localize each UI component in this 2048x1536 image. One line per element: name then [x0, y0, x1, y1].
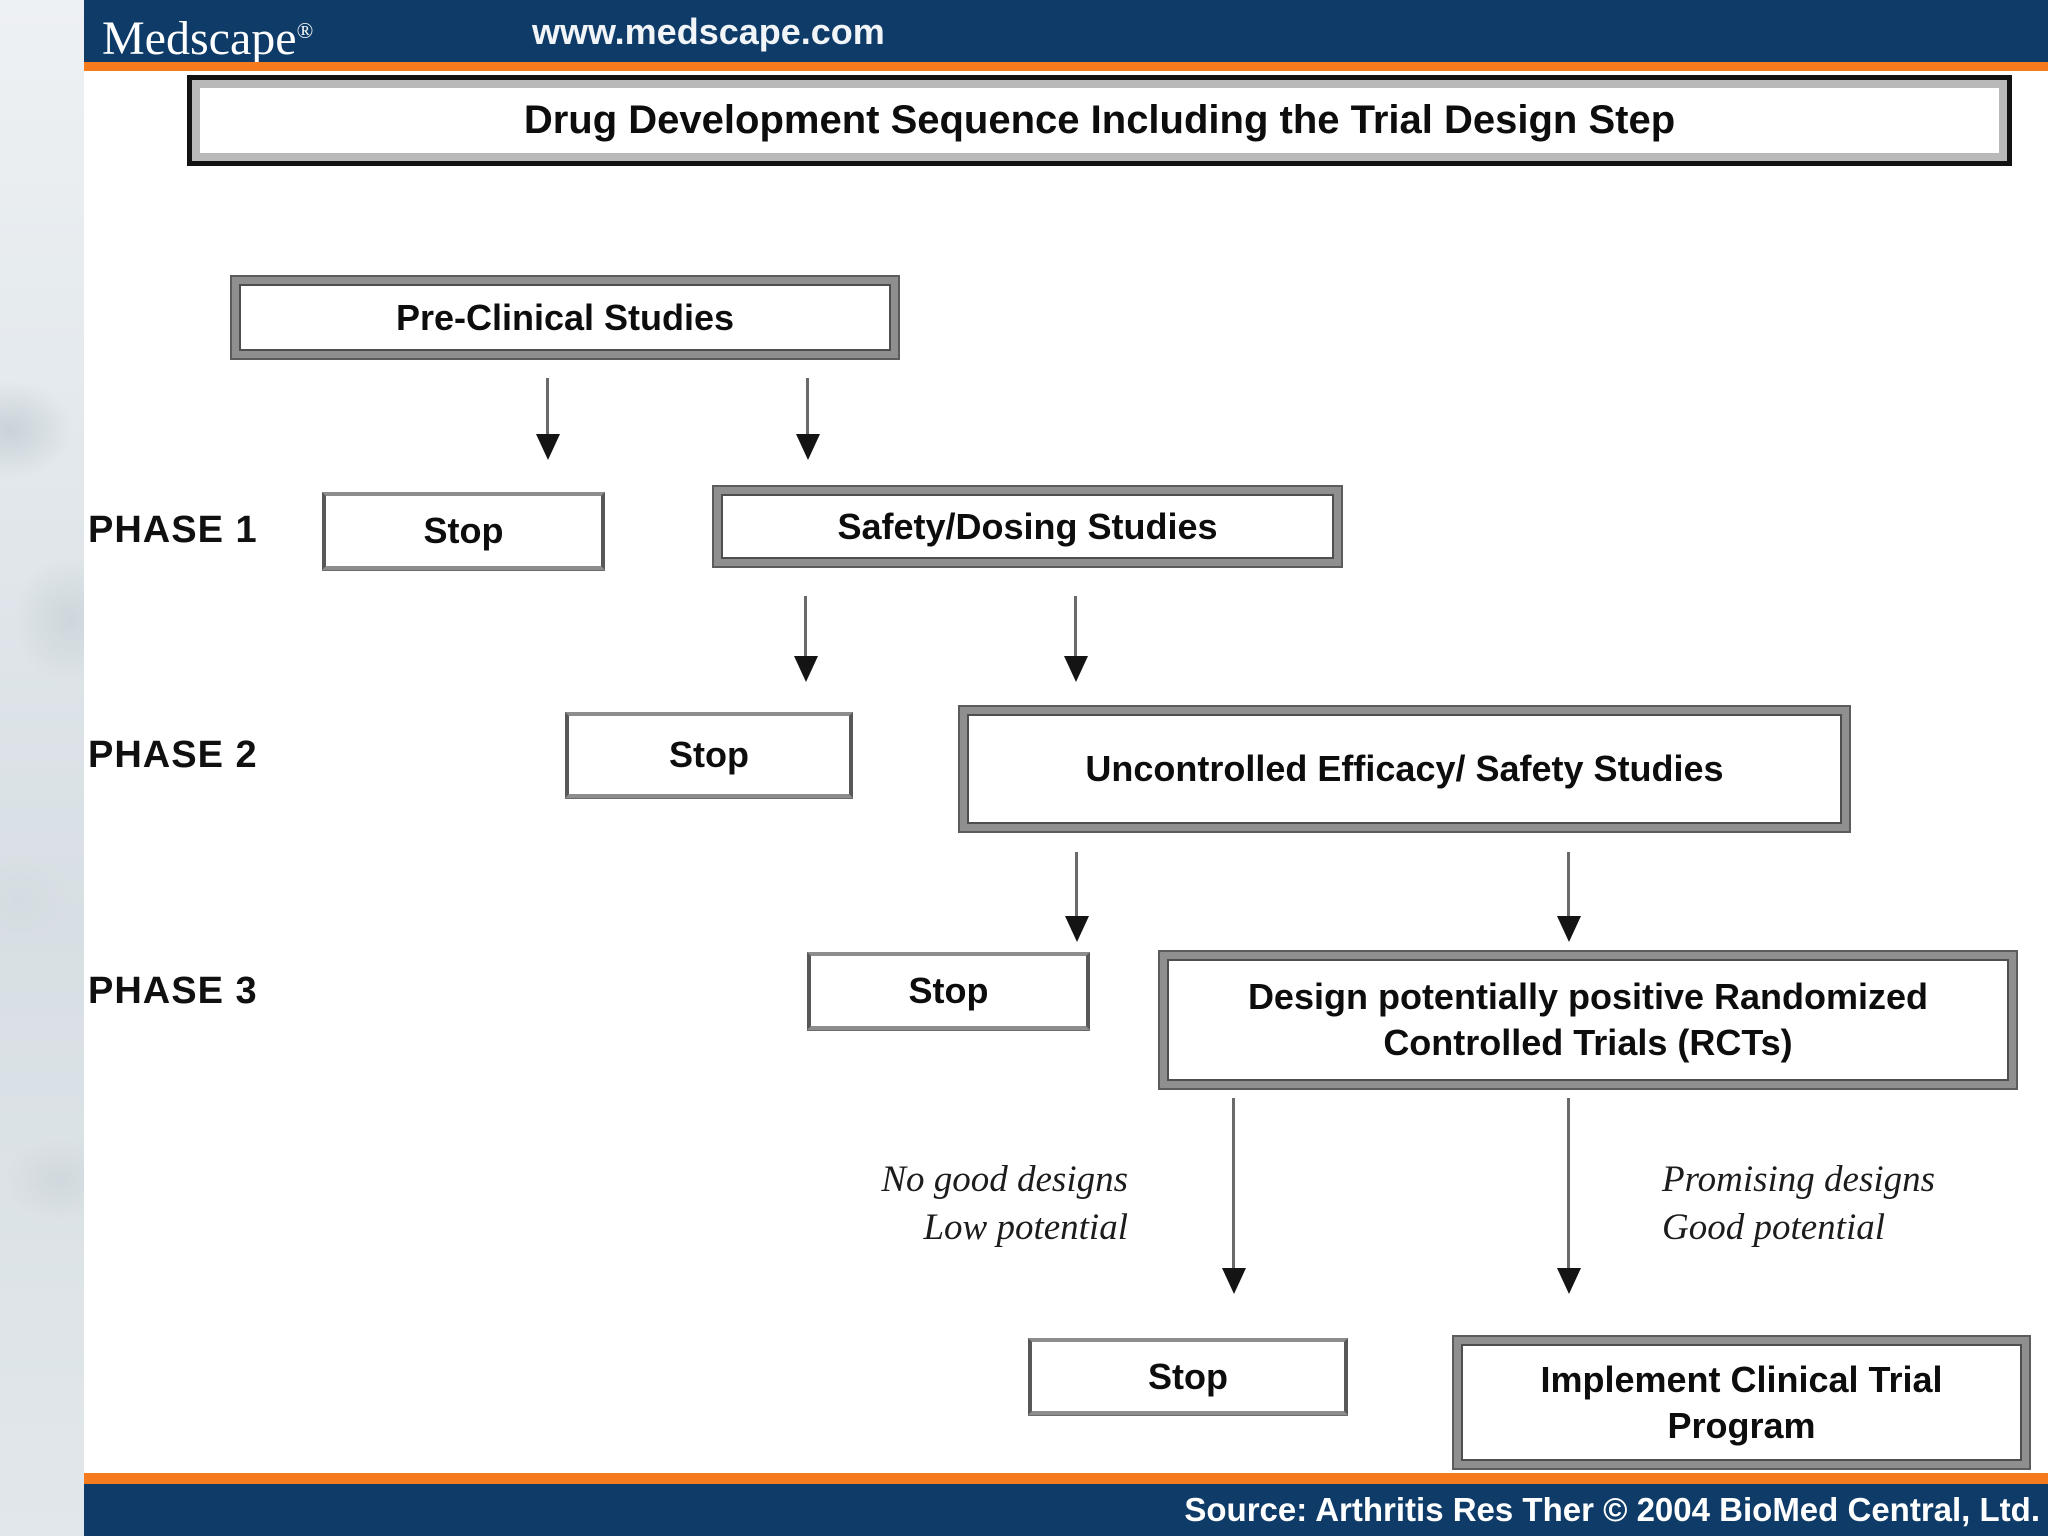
flow-arrow-design-implement: [1567, 1098, 1570, 1268]
box-label: Uncontrolled Efficacy/ Safety Studies: [1085, 748, 1724, 789]
box-implement-program: Implement Clinical Trial Program: [1454, 1337, 2029, 1468]
box-label: Design potentially positive Randomized C…: [1247, 976, 1929, 1063]
box-safety-dosing: Safety/Dosing Studies: [714, 487, 1341, 566]
phase-1-label: PHASE 1: [88, 509, 258, 551]
note-promising-designs: Promising designs Good potential: [1662, 1156, 1935, 1252]
box-label: Stop: [1148, 1355, 1228, 1397]
note-line: Low potential: [923, 1207, 1128, 1248]
source-credit: Source: Arthritis Res Ther © 2004 BioMed…: [1184, 1491, 2040, 1528]
note-no-good-designs: No good designs Low potential: [881, 1156, 1128, 1252]
orange-rule-top: [84, 62, 2048, 71]
background-texture: [0, 0, 84, 1536]
box-label: Stop: [908, 970, 989, 1011]
flow-arrow-phase1-stop: [804, 596, 807, 656]
slide-title: Drug Development Sequence Including the …: [523, 98, 1676, 142]
footer-bar: Source: Arthritis Res Ther © 2004 BioMed…: [84, 1484, 2048, 1536]
header-bar: Medscape® www.medscape.com: [84, 0, 2048, 65]
box-label: Implement Clinical Trial Program: [1540, 1358, 1943, 1446]
flow-arrow-preclinical-phase1: [806, 378, 809, 434]
medscape-logo: Medscape®: [102, 1, 313, 69]
note-line: Good potential: [1662, 1207, 1886, 1248]
box-uncontrolled-efficacy: Uncontrolled Efficacy/ Safety Studies: [960, 707, 1849, 831]
note-line: No good designs: [881, 1159, 1128, 1200]
phase-2-label: PHASE 2: [88, 734, 258, 776]
note-line: Promising designs: [1662, 1159, 1936, 1200]
box-label: Stop: [669, 734, 749, 775]
flow-arrow-phase2-stop: [1075, 852, 1078, 916]
flow-arrow-preclinical-stop: [546, 378, 549, 434]
flow-arrow-phase2-phase3: [1567, 852, 1570, 916]
logo-text: Medscape: [102, 12, 297, 65]
registered-mark-icon: ®: [296, 18, 314, 43]
flow-arrow-design-stop: [1232, 1098, 1235, 1268]
stop-box-final: Stop: [1028, 1338, 1348, 1415]
slide-title-box: Drug Development Sequence Including the …: [187, 75, 2012, 166]
orange-rule-bottom: [84, 1473, 2048, 1484]
stop-box-phase-1: Stop: [322, 492, 605, 570]
box-preclinical: Pre-Clinical Studies: [232, 277, 898, 358]
box-label: Pre-Clinical Studies: [395, 296, 735, 338]
box-label: Stop: [423, 510, 504, 551]
phase-3-label: PHASE 3: [88, 970, 258, 1012]
stop-box-phase-3: Stop: [807, 952, 1090, 1030]
stop-box-phase-2: Stop: [565, 712, 853, 798]
flow-arrow-phase1-phase2: [1074, 596, 1077, 656]
box-design-rcts: Design potentially positive Randomized C…: [1160, 952, 2016, 1088]
box-label: Safety/Dosing Studies: [837, 505, 1218, 547]
site-url: www.medscape.com: [532, 11, 885, 52]
